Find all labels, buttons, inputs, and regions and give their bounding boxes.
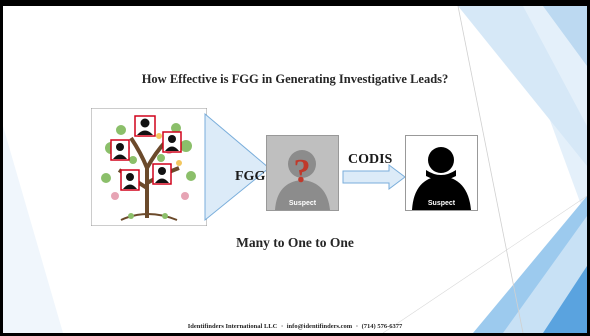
right-arrow-icon xyxy=(342,164,406,190)
suspect-identified-label: Suspect xyxy=(427,200,456,207)
codis-label: CODIS xyxy=(348,152,393,167)
footer-company: Identifinders International LLC xyxy=(187,323,278,330)
slide: How Effective is FGG in Generating Inves… xyxy=(3,6,587,333)
family-tree-icon xyxy=(91,108,207,226)
slide-subtitle: Many to One to One xyxy=(236,235,354,250)
footer-phone: (714) 576-6377 xyxy=(361,323,403,330)
footer: Identifinders International LLC · info@i… xyxy=(3,323,587,330)
footer-email: info@identifinders.com xyxy=(286,323,353,330)
silhouette-icon xyxy=(412,147,471,210)
footer-separator: · xyxy=(355,323,358,330)
question-mark-icon: ? xyxy=(294,153,311,190)
footer-separator: · xyxy=(280,323,284,330)
slide-background-decoration xyxy=(3,6,587,333)
suspect-unknown-label: Suspect xyxy=(288,200,317,207)
funnel-wedge xyxy=(204,112,270,222)
fgg-label: FGG xyxy=(235,169,266,184)
identified-suspect-card: Suspect xyxy=(405,135,478,211)
unknown-suspect-card: ? Suspect xyxy=(266,135,339,211)
slide-title: How Effective is FGG in Generating Inves… xyxy=(141,72,449,86)
silhouette-icon: ? xyxy=(275,150,330,210)
